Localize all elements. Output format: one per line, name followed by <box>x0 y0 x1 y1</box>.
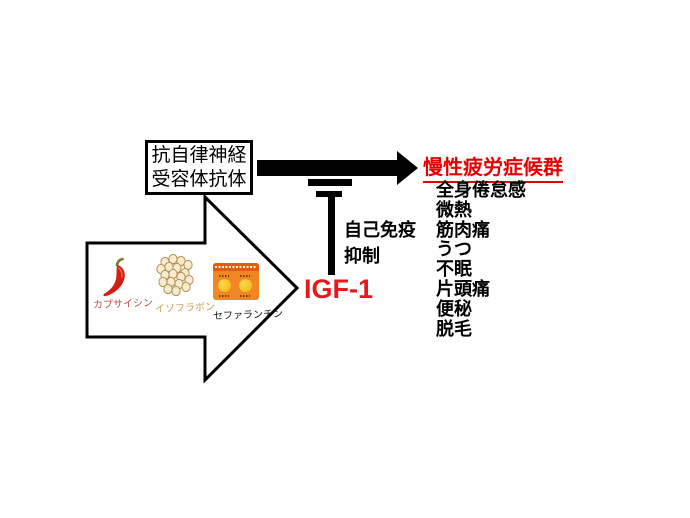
soybeans-icon <box>156 254 194 297</box>
cepharanthin-label: セファランチン <box>212 308 284 323</box>
inhibition-stem <box>328 197 335 275</box>
igf1-label: IGF-1 <box>304 274 374 304</box>
pill-package-microtext <box>219 295 229 297</box>
symptom-item: 片頭痛 <box>436 278 490 299</box>
symptom-item: うつ <box>436 239 472 260</box>
autoimmune-suppression-label: 自己免疫 抑制 <box>344 217 416 269</box>
symptom-item: 筋肉痛 <box>436 219 490 240</box>
pill-package-microtext <box>240 295 250 297</box>
cause-arrow-head-icon <box>397 151 418 185</box>
pill-package-microtext <box>219 275 229 277</box>
inhibition-bar-top <box>308 179 352 186</box>
inhibition-bar-bottom <box>316 191 342 197</box>
isoflavone-label: イソフラボン <box>154 301 216 316</box>
cfs-title: 慢性疲労症候群 <box>423 151 563 183</box>
pill-package-microtext <box>240 275 250 277</box>
antibody-box-line1: 抗自律神経 <box>151 145 247 166</box>
symptom-item: 全身倦怠感 <box>436 180 526 200</box>
symptom-item: 不眠 <box>436 259 472 280</box>
antibody-box-line2: 受容体抗体 <box>151 169 247 190</box>
pill-icon <box>218 279 231 292</box>
pill-icon <box>239 279 252 292</box>
symptom-item: 便秘 <box>436 298 472 319</box>
pill-package-icon <box>213 263 259 300</box>
symptom-item: 微熱 <box>436 199 472 220</box>
autoimmune-label-line1: 自己免疫 <box>344 220 416 240</box>
capsaicin-label: カプサイシン <box>92 297 154 312</box>
antibody-box: 抗自律神経 受容体抗体 <box>145 140 253 195</box>
chili-pepper-icon <box>103 257 125 297</box>
symptom-list: 全身倦怠感 微熱 筋肉痛 うつ 不眠 片頭痛 便秘 脱毛 <box>436 180 526 339</box>
autoimmune-label-line2: 抑制 <box>344 246 380 266</box>
cause-arrow-shaft <box>257 160 398 176</box>
pill-package-header-band <box>213 263 259 271</box>
symptom-item: 脱毛 <box>436 318 472 339</box>
